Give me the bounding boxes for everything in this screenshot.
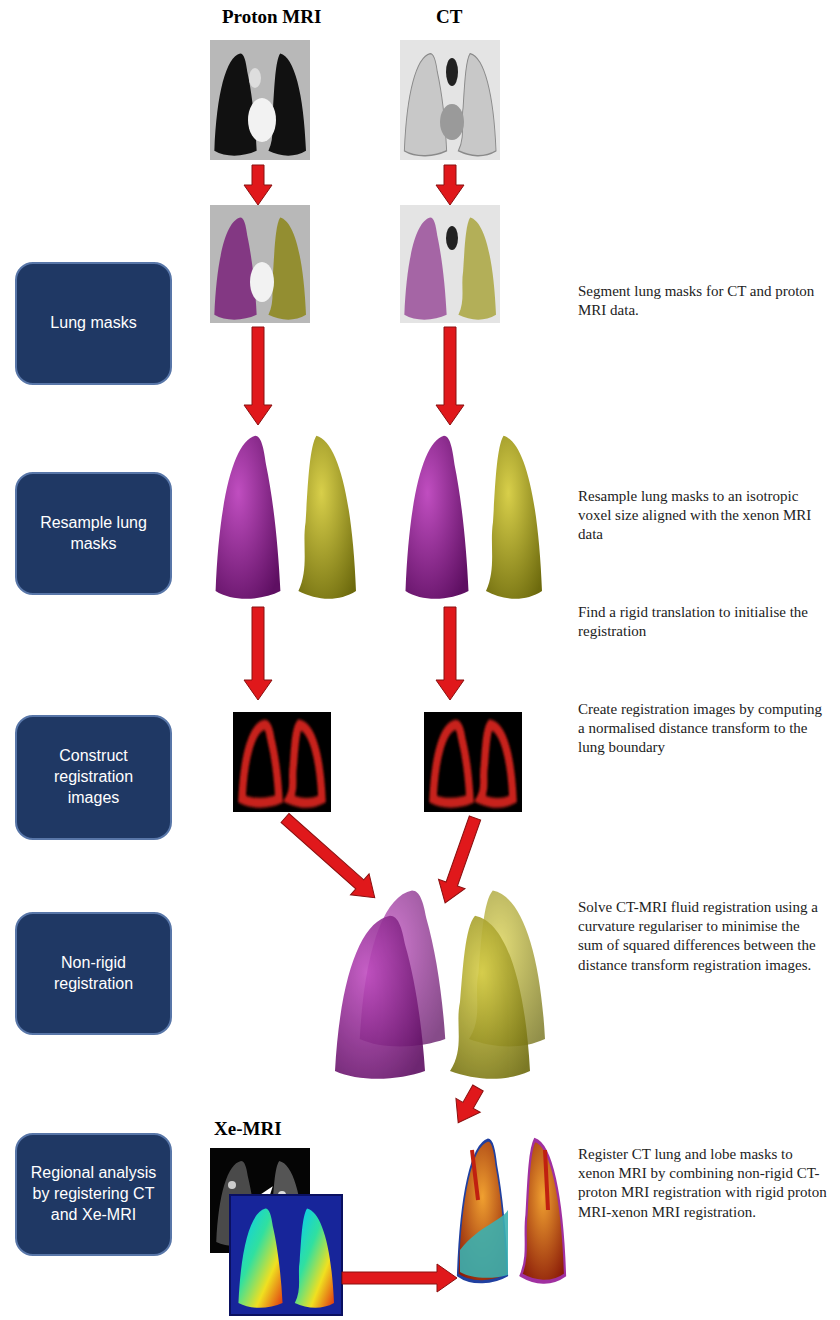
proton-mri-mask-image [210, 205, 310, 323]
column-heading: Proton MRI [222, 6, 321, 28]
step-box: Resample lung masks [15, 472, 172, 595]
column-heading: CT [436, 6, 462, 28]
ct-image [400, 40, 500, 160]
step-description: Solve CT-MRI fluid registration using a … [578, 898, 828, 975]
step-description: Segment lung masks for CT and proton MRI… [578, 282, 828, 320]
step-description: Create registration images by computing … [578, 700, 828, 758]
step-description: Resample lung masks to an isotropic voxe… [578, 487, 828, 545]
step-box: Lung masks [15, 262, 172, 385]
ct-mask-image [400, 205, 500, 323]
step-name: Resample lung masks [29, 513, 158, 555]
step-name: Non-rigid registration [29, 953, 158, 995]
ventilation-map [230, 1195, 342, 1315]
proton-mri-3d-lungs [216, 436, 356, 599]
step-name: Lung masks [50, 313, 136, 334]
step-description: Register CT lung and lobe masks to xenon… [578, 1145, 828, 1222]
proton-mri-image [210, 40, 310, 160]
image-heading: Xe-MRI [214, 1118, 282, 1140]
step-box: Construct registration images [15, 715, 172, 840]
step-box: Regional analysis by registering CT and … [15, 1133, 172, 1256]
step-name: Regional analysis by registering CT and … [29, 1163, 158, 1225]
step-description: Find a rigid translation to initialise t… [578, 603, 828, 641]
ct-distance-transform [424, 712, 522, 812]
step-box: Non-rigid registration [15, 912, 172, 1035]
proton-distance-transform [233, 712, 331, 812]
step-name: Construct registration images [29, 746, 158, 808]
registered-lungs [335, 891, 545, 1079]
lobe-masks-3d [458, 1140, 565, 1282]
ct-3d-lungs [406, 436, 543, 599]
